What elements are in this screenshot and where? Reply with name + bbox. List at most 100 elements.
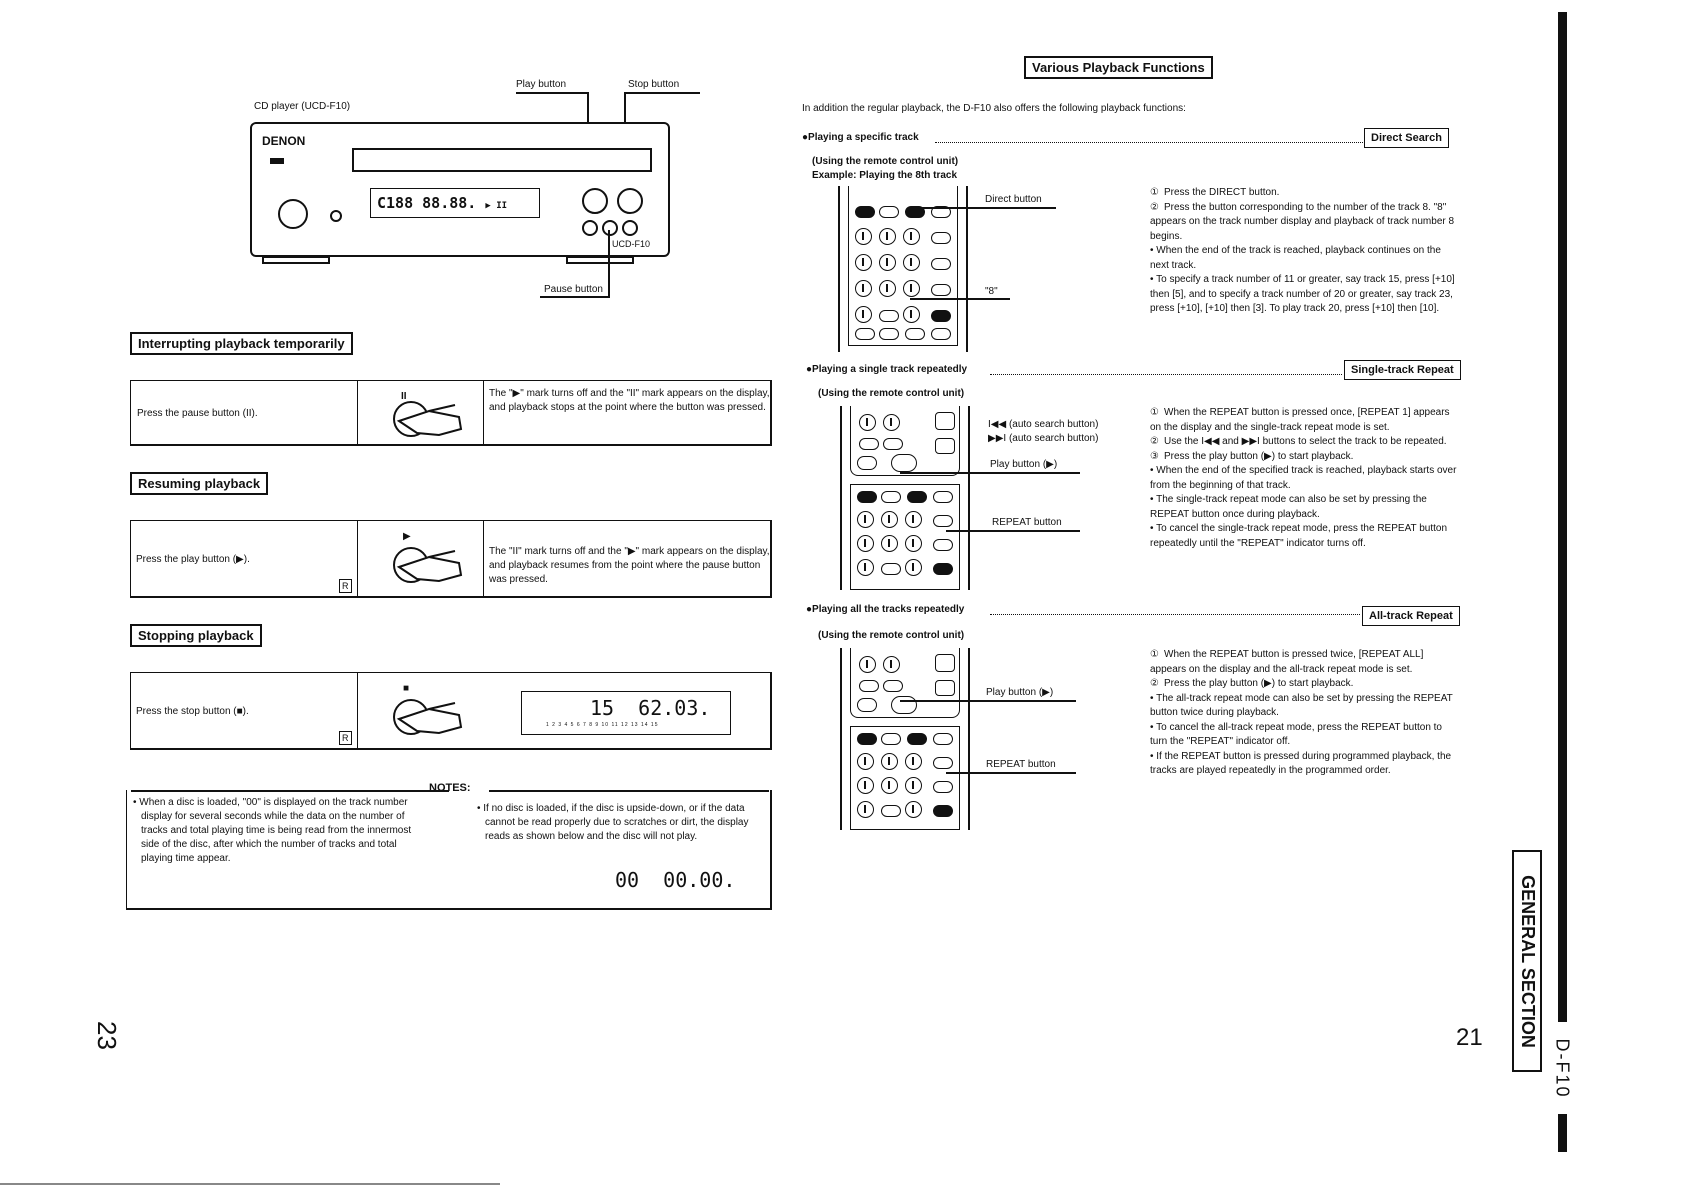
cd-player-illustration: DENON C188 88.88. ▶ II UCD-F10 [250, 122, 670, 257]
direct-bullet-1-text: When the end of the track is reached, pl… [1150, 245, 1441, 271]
section-heading-interrupt: Interrupting playback temporarily [130, 332, 353, 355]
scan-edge-line [0, 1183, 500, 1185]
notes-right: • If no disc is loaded, if the disc is u… [477, 803, 749, 842]
eight-callout: "8" [985, 286, 998, 297]
small-knob-icon [330, 210, 342, 222]
direct-search-tag: Direct Search [1364, 128, 1449, 148]
player-display-right: 88.88. [422, 194, 477, 212]
interrupt-instruction: Press the pause button (II). [137, 408, 258, 419]
all-bullet-1: The all-track repeat mode can also be se… [1150, 692, 1460, 721]
interrupt-row: Press the pause button (II). II The "▶" … [130, 380, 772, 446]
general-section-label: GENERAL SECTION [1517, 874, 1538, 1048]
single-bullet-3-text: To cancel the single-track repeat mode, … [1150, 523, 1448, 549]
resume-instruction: Press the play button (▶). [136, 554, 250, 565]
notes-box: NOTES: • When a disc is loaded, "00" is … [126, 782, 772, 910]
skip-back-button-icon[interactable] [582, 220, 598, 236]
resume-row: Press the play button (▶). R ▶ The "II" … [130, 520, 772, 598]
pause-button-icon[interactable] [602, 220, 618, 236]
all-repeat-using: (Using the remote control unit) [818, 630, 965, 641]
single-step-2-text: Use the I◀◀ and ▶▶I buttons to select th… [1164, 436, 1447, 447]
stop-row: Press the stop button (■). R ■ 15 62.03.… [130, 672, 772, 750]
all-repeat-tag: All-track Repeat [1362, 606, 1460, 626]
stop-button-icon[interactable] [617, 188, 643, 214]
single-bullet-2: The single-track repeat mode can also be… [1150, 493, 1460, 522]
stop-symbol: ■ [403, 683, 410, 694]
play-button-icon[interactable] [891, 696, 917, 714]
brand-logo: DENON [262, 134, 306, 148]
resume-result: The "II" mark turns off and the "▶" mark… [489, 546, 770, 585]
all-bullet-2-text: To cancel the all-track repeat mode, pre… [1150, 721, 1442, 748]
intro-text: In addition the regular playback, the D-… [802, 103, 1186, 114]
all-bullet-2: To cancel the all-track repeat mode, pre… [1150, 721, 1460, 750]
page-title: Various Playback Functions [1024, 56, 1213, 79]
play-symbol: ▶ [403, 531, 411, 542]
remote-badge: R [339, 731, 352, 745]
direct-search-using: (Using the remote control unit) [812, 156, 959, 167]
all-step-2-text: Press the play button (▶) to start playb… [1164, 678, 1354, 689]
single-repeat-tag: Single-track Repeat [1344, 360, 1461, 380]
edge-bar-bottom [1558, 1114, 1567, 1152]
play-button-icon[interactable] [582, 188, 608, 214]
direct-step-2-text: Press the button corresponding to the nu… [1150, 201, 1455, 242]
section-heading-stop: Stopping playback [130, 624, 262, 647]
finger-press-icon [393, 547, 463, 583]
section-heading-resume: Resuming playback [130, 472, 269, 495]
remote-control-illustration-2 [840, 406, 970, 590]
stop-display-scale: 1 2 3 4 5 6 7 8 9 10 11 12 13 14 15 [546, 722, 659, 728]
stop-button-callout: Stop button [628, 79, 680, 90]
direct-step-1-text: Press the DIRECT button. [1164, 187, 1280, 198]
all-bullet-3: If the REPEAT button is pressed during p… [1150, 750, 1460, 779]
play-button-callout: Play button [516, 79, 567, 90]
single-step-3-text: Press the play button (▶) to start playb… [1164, 450, 1354, 462]
notes-left: • When a disc is loaded, "00" is display… [133, 797, 412, 864]
all-step-1-text: When the REPEAT button is pressed twice,… [1150, 649, 1424, 675]
stop-display-value: 15 62.03. [590, 696, 711, 720]
single-bullet-2-text: The single-track repeat mode can also be… [1150, 494, 1427, 520]
left-page-number: 23 [91, 1021, 122, 1050]
direct-search-heading: ●Playing a specific track [802, 132, 919, 143]
all-bullet-3-text: If the REPEAT button is pressed during p… [1150, 750, 1452, 777]
play-button-callout-2: Play button (▶) [990, 459, 1058, 470]
player-display-left: C188 [377, 194, 414, 212]
single-repeat-heading: ●Playing a single track repeatedly [806, 364, 968, 375]
next-search-callout: ▶▶I (auto search button) [988, 433, 1099, 444]
model-tab: D-F10 [1546, 1022, 1578, 1114]
cd-player-caption: CD player (UCD-F10) [254, 101, 351, 112]
finger-press-icon [393, 699, 463, 735]
disc-tray [352, 148, 652, 172]
left-foot [262, 256, 330, 264]
notes-display: 00 00.00. [615, 868, 736, 892]
right-foot [566, 256, 634, 264]
power-knob-icon [278, 199, 308, 229]
player-display: C188 88.88. ▶ II [370, 188, 540, 218]
single-bullet-1: When the end of the specified track is r… [1150, 464, 1460, 493]
remote-control-illustration-1 [838, 186, 968, 352]
play-button-icon[interactable] [891, 454, 917, 472]
interrupt-result: The "▶" mark turns off and the "II" mark… [489, 388, 770, 413]
single-repeat-using: (Using the remote control unit) [818, 388, 965, 399]
skip-forward-button-icon[interactable] [622, 220, 638, 236]
finger-press-icon [393, 401, 463, 437]
notes-right-text: If no disc is loaded, if the disc is ups… [483, 803, 749, 842]
pause-button-callout: Pause button [544, 284, 603, 295]
single-bullet-3: To cancel the single-track repeat mode, … [1150, 522, 1460, 551]
right-page-number: 21 [1456, 1024, 1483, 1051]
power-led-icon [270, 158, 284, 164]
direct-bullet-2-text: To specify a track number of 11 or great… [1150, 274, 1455, 314]
all-repeat-heading: ●Playing all the tracks repeatedly [806, 604, 965, 615]
notes-title: NOTES: [429, 782, 471, 794]
stop-display: 15 62.03. 1 2 3 4 5 6 7 8 9 10 11 12 13 … [521, 691, 731, 735]
remote-control-illustration-3 [840, 648, 970, 830]
direct-button-callout: Direct button [985, 194, 1042, 205]
single-bullet-1-text: When the end of the specified track is r… [1150, 465, 1457, 491]
direct-search-example: Example: Playing the 8th track [812, 170, 958, 181]
repeat-button-callout-2: REPEAT button [992, 517, 1062, 528]
prev-search-callout: I◀◀ (auto search button) [988, 419, 1099, 430]
model-label: UCD-F10 [612, 239, 651, 249]
